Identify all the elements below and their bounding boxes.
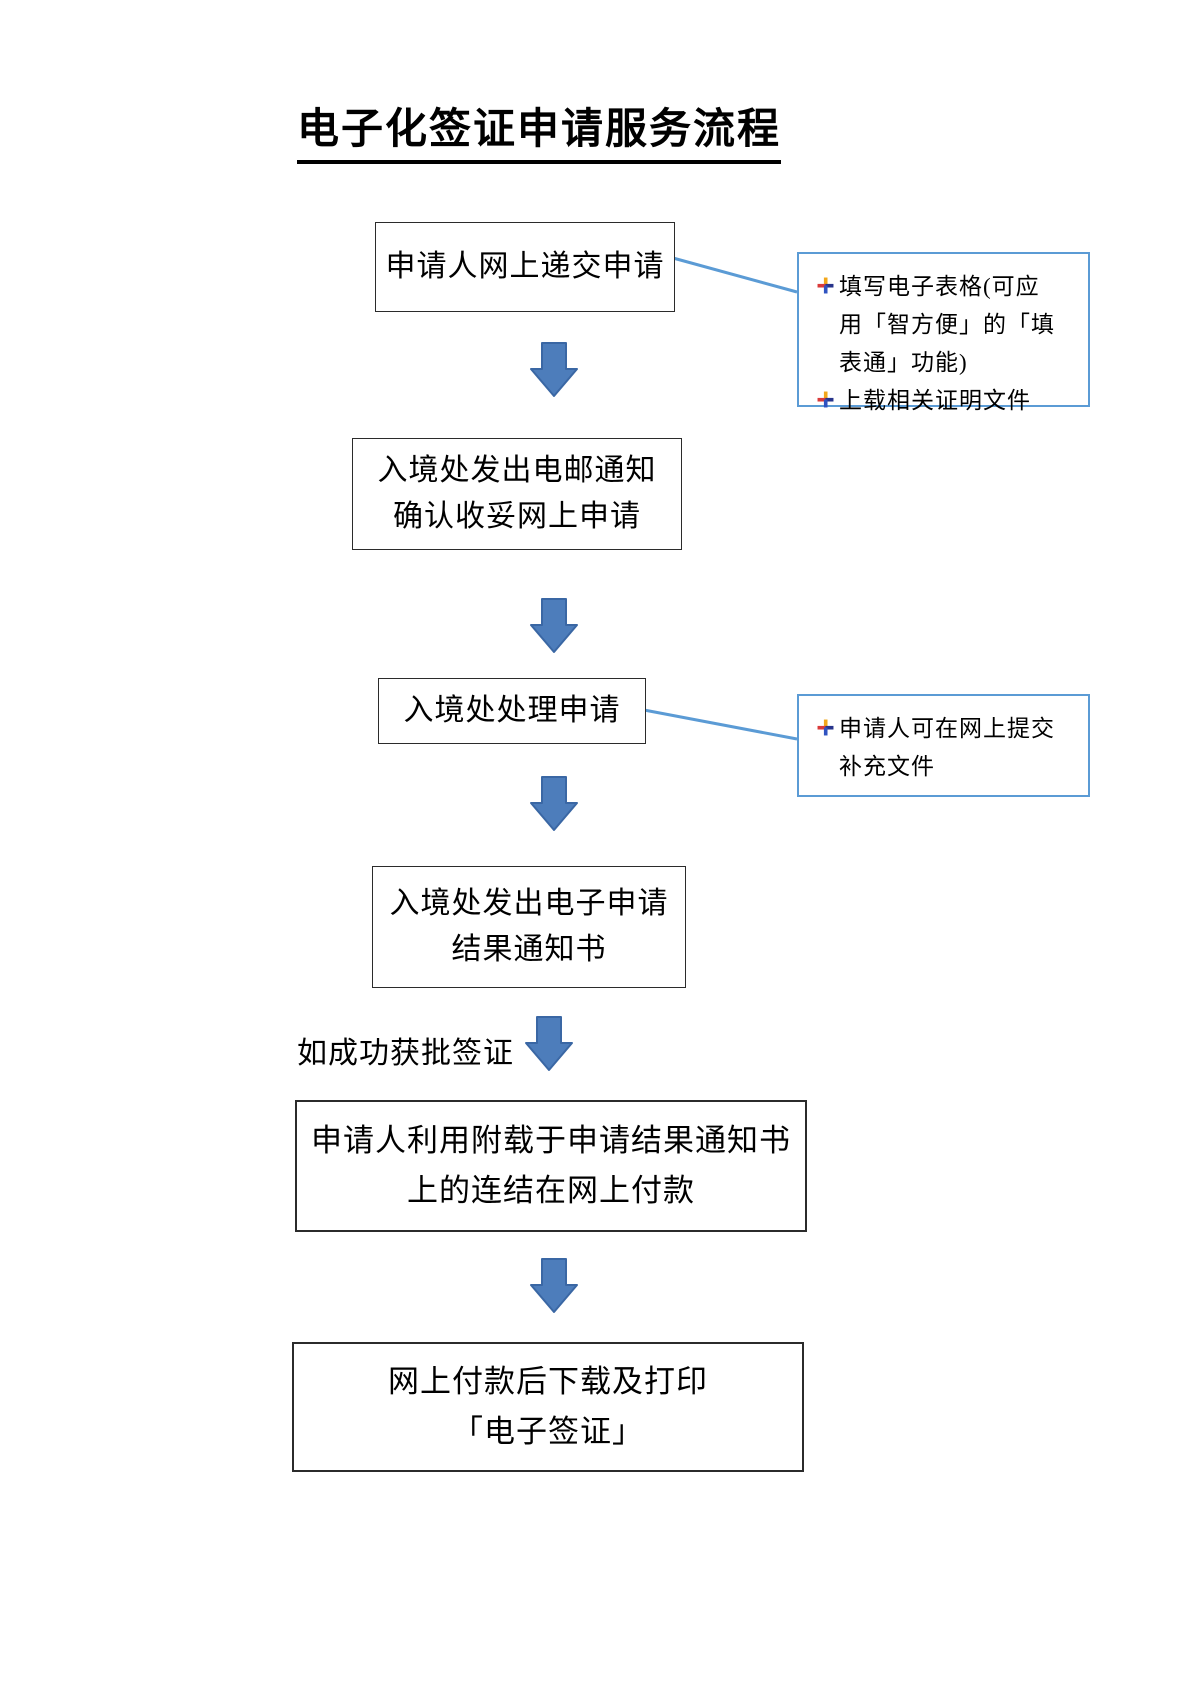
connector-line-2 — [643, 708, 798, 741]
flow-step-5-line2: 上的连结在网上付款 — [407, 1173, 695, 1208]
flow-step-4-line1: 入境处发出电子申请 — [389, 887, 669, 920]
callout-supplementary-documents: 申请人可在网上提交补充文件 — [797, 694, 1090, 797]
flow-step-1: 申请人网上递交申请 — [375, 222, 675, 312]
flow-step-6-line1: 网上付款后下载及打印 — [388, 1364, 708, 1399]
four-color-star-bullet-icon — [817, 391, 839, 408]
four-color-star-bullet-icon — [817, 277, 839, 294]
page-title: 电子化签证申请服务流程 — [297, 95, 782, 164]
callout-online-form-notes: 填写电子表格(可应用「智方便」的「填表通」功能) 上载相关证明文件 — [797, 252, 1090, 413]
flow-step-1-text: 申请人网上递交申请 — [385, 250, 665, 283]
down-arrow-icon — [526, 776, 582, 832]
flow-step-3-text: 入境处处理申请 — [403, 694, 621, 727]
flow-step-4: 入境处发出电子申请 结果通知书 — [372, 866, 686, 988]
flow-step-4-line2: 结果通知书 — [451, 933, 607, 966]
callout-item: 填写电子表格(可应用「智方便」的「填表通」功能) — [813, 268, 1078, 382]
flow-step-2-line1: 入境处发出电邮通知 — [377, 454, 657, 487]
connector-line-1 — [672, 256, 798, 294]
callout-item-text: 填写电子表格(可应用「智方便」的「填表通」功能) — [839, 274, 1055, 375]
flow-step-6: 网上付款后下载及打印 「电子签证」 — [292, 1342, 804, 1472]
flow-step-6-line2: 「电子签证」 — [452, 1414, 644, 1449]
callout-item-text: 申请人可在网上提交补充文件 — [839, 716, 1055, 779]
flow-step-5-line1: 申请人利用附载于申请结果通知书 — [311, 1123, 791, 1158]
down-arrow-icon — [521, 1016, 577, 1072]
callout-item-text: 上载相关证明文件 — [839, 388, 1031, 413]
down-arrow-icon — [526, 598, 582, 654]
flow-step-2-line2: 确认收妥网上申请 — [393, 500, 641, 533]
flow-step-5: 申请人利用附载于申请结果通知书 上的连结在网上付款 — [295, 1100, 807, 1232]
callout-item: 申请人可在网上提交补充文件 — [813, 710, 1078, 786]
callout-item: 上载相关证明文件 — [813, 382, 1078, 420]
branch-condition-label: 如成功获批签证 — [297, 1037, 514, 1070]
down-arrow-icon — [526, 1258, 582, 1314]
flow-step-2: 入境处发出电邮通知 确认收妥网上申请 — [352, 438, 682, 550]
down-arrow-icon — [526, 342, 582, 398]
four-color-star-bullet-icon — [817, 719, 839, 736]
flow-step-3: 入境处处理申请 — [378, 678, 646, 744]
